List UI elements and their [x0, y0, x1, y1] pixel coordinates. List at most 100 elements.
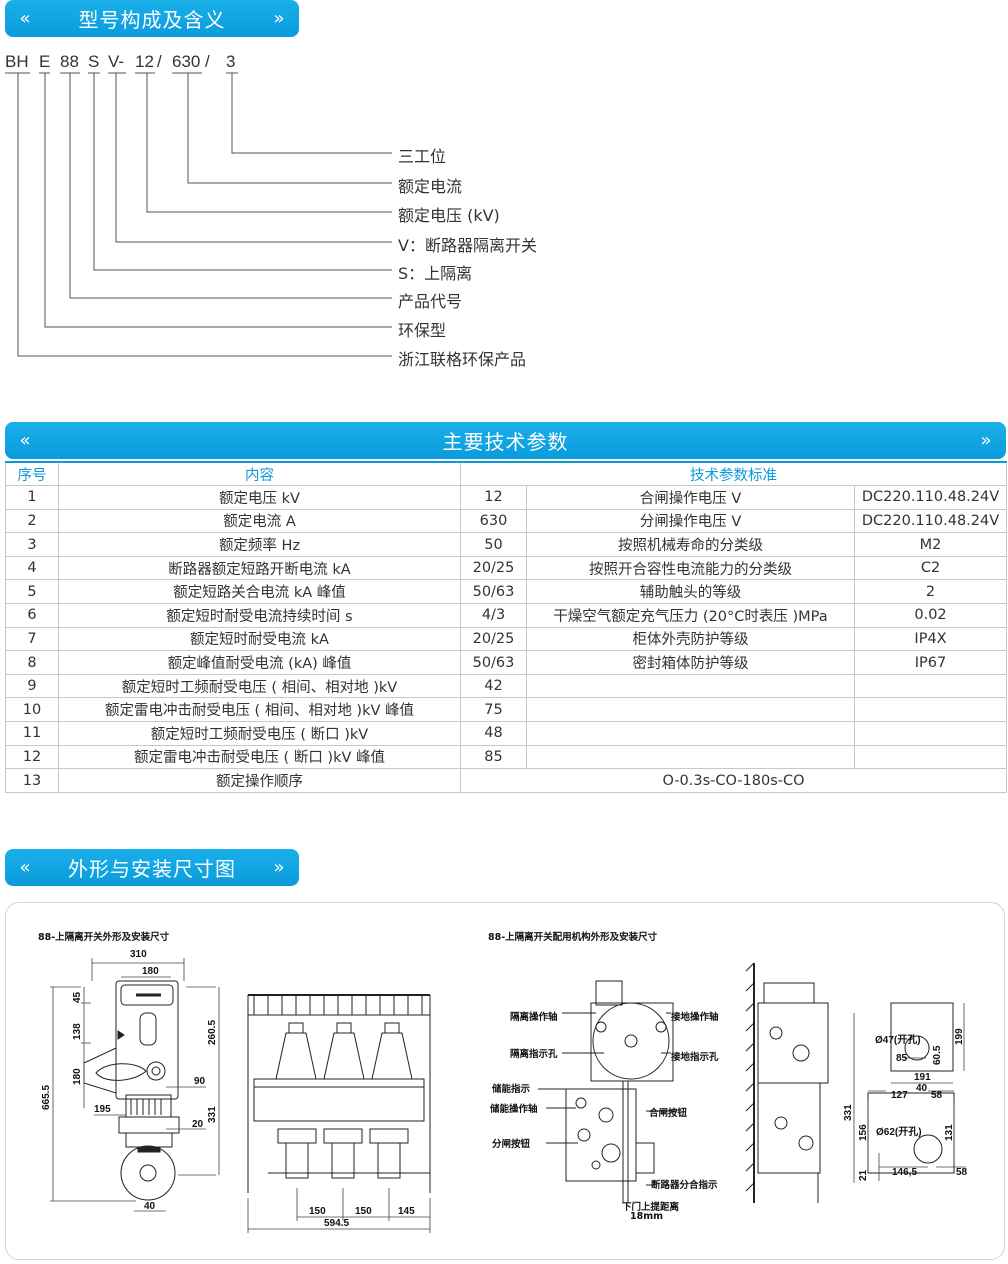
header-content: 内容 [58, 461, 461, 487]
dim-label: 150 [309, 1206, 326, 1217]
dim-label: 20 [192, 1119, 204, 1130]
mechanism-drawing [538, 980, 676, 1203]
chevron-right-icon: » [273, 8, 285, 29]
code-label: 环保型 [398, 321, 447, 340]
cutout-drawing [867, 1002, 955, 1174]
table-cell: 12 [5, 744, 59, 770]
table-cell: 合闸操作电压 V [526, 485, 855, 510]
code-label: 产品代号 [398, 292, 463, 311]
callout-label: 分闸按钮 [492, 1139, 531, 1150]
table-cell: O-0.3s-CO-180s-CO [459, 768, 1008, 793]
table-cell: 10 [5, 697, 59, 723]
dim-label: 146,5 [892, 1167, 917, 1178]
dim-label: 40 [916, 1083, 928, 1094]
table-cell: 额定雷电冲击耐受电压 ( 相间、相对地 )kV 峰值 [58, 697, 461, 723]
dim-label: 180 [142, 966, 159, 977]
callout-label: 下门上提距离 [622, 1202, 680, 1213]
dim-label: 145 [398, 1206, 415, 1217]
dim-label: 195 [94, 1104, 111, 1115]
section-banner-dims: « 外形与安装尺寸图 » [5, 849, 299, 886]
table-cell: 额定雷电冲击耐受电压 ( 断口 )kV 峰值 [58, 744, 461, 770]
dim-label: 90 [194, 1076, 206, 1087]
table-cell: 辅助触头的等级 [526, 579, 855, 605]
code-char: 12 [135, 52, 154, 71]
table-cell: 额定峰值耐受电流 (kA) 峰值 [58, 650, 461, 675]
table-cell: IP67 [853, 650, 1008, 675]
dim-label: 331 [207, 1106, 218, 1123]
dim-label: 138 [72, 1023, 83, 1040]
table-cell: DC220.110.48.24V [853, 485, 1008, 510]
dim-label: 150 [355, 1206, 372, 1217]
dim-label: 58 [956, 1167, 968, 1178]
table-cell: 50 [460, 532, 527, 557]
section-banner-params: « 主要技术参数 » [5, 422, 1006, 459]
table-cell [526, 744, 855, 770]
callout-label: 储能指示 [492, 1084, 531, 1095]
code-char: 88 [60, 52, 79, 71]
chevron-left-icon: « [19, 8, 31, 29]
front-view-drawing [247, 994, 431, 1193]
dim-label: 191 [914, 1072, 931, 1083]
callout-label: 接地操作轴 [671, 1012, 719, 1023]
dim-label: Ø47(开孔) [875, 1033, 921, 1046]
technical-drawings: 310 180 45 138 180 665.5 260.5 90 195 20… [41, 949, 968, 1233]
code-char: E [39, 52, 51, 71]
code-label: 三工位 [398, 147, 447, 166]
table-cell: 额定短时工频耐受电压 ( 相间、相对地 )kV [58, 673, 461, 699]
table-cell: 48 [460, 721, 527, 746]
dim-label: 260.5 [207, 1020, 218, 1045]
table-cell: 12 [460, 485, 527, 510]
table-cell: 额定短时工频耐受电压 ( 断口 )kV [58, 721, 461, 746]
code-char: 630 [172, 52, 201, 71]
table-cell: 50/63 [460, 650, 527, 675]
table-cell: 75 [460, 697, 527, 723]
table-cell: 干燥空气额定充气压力 (20°C时表压 )MPa [526, 603, 855, 628]
drawing-caption-right: 88-上隔离开关配用机构外形及安装尺寸 [488, 932, 658, 943]
drawing-caption-left: 88-上隔离开关外形及安装尺寸 [38, 932, 170, 943]
table-cell: 630 [460, 508, 527, 534]
cutout-dimensions [853, 1003, 966, 1183]
dim-label: 58 [931, 1090, 943, 1101]
dim-label: 40 [144, 1201, 156, 1212]
dim-label: 310 [130, 949, 147, 960]
table-cell: 额定操作顺序 [58, 768, 461, 793]
section-title-params: 主要技术参数 [442, 430, 569, 454]
table-cell: M2 [853, 532, 1008, 557]
table-cell: 42 [460, 673, 527, 699]
callout-label: 接地指示孔 [671, 1052, 719, 1063]
dim-label: 180 [72, 1068, 83, 1085]
table-cell: 分闸操作电压 V [526, 508, 855, 534]
table-cell: 额定电流 A [58, 508, 461, 534]
callout-label: 断路器分合指示 [651, 1180, 718, 1191]
table-cell [853, 697, 1008, 723]
section-title-dims: 外形与安装尺寸图 [68, 857, 236, 881]
table-header-row: 序号 内容 技术参数标准 [5, 461, 1008, 487]
code-char: / [205, 52, 210, 71]
code-label: S：上隔离 [398, 264, 473, 283]
callout-label: 合闸按钮 [649, 1108, 688, 1119]
table-cell: 1 [5, 485, 59, 510]
side-view-drawing [83, 980, 180, 1201]
section-title-model: 型号构成及含义 [78, 8, 226, 32]
model-code-lines [5, 72, 392, 357]
table-cell: IP4X [853, 626, 1008, 652]
callout-label: 隔离操作轴 [510, 1012, 558, 1023]
header-standard: 技术参数标准 [459, 461, 1008, 487]
table-cell: 0.02 [853, 603, 1008, 628]
dim-label: Ø62(开孔) [876, 1125, 922, 1138]
table-cell: DC220.110.48.24V [853, 508, 1008, 534]
table-cell [853, 673, 1008, 699]
header-index: 序号 [5, 461, 59, 487]
code-char: S [88, 52, 100, 71]
code-char: / [157, 52, 162, 71]
